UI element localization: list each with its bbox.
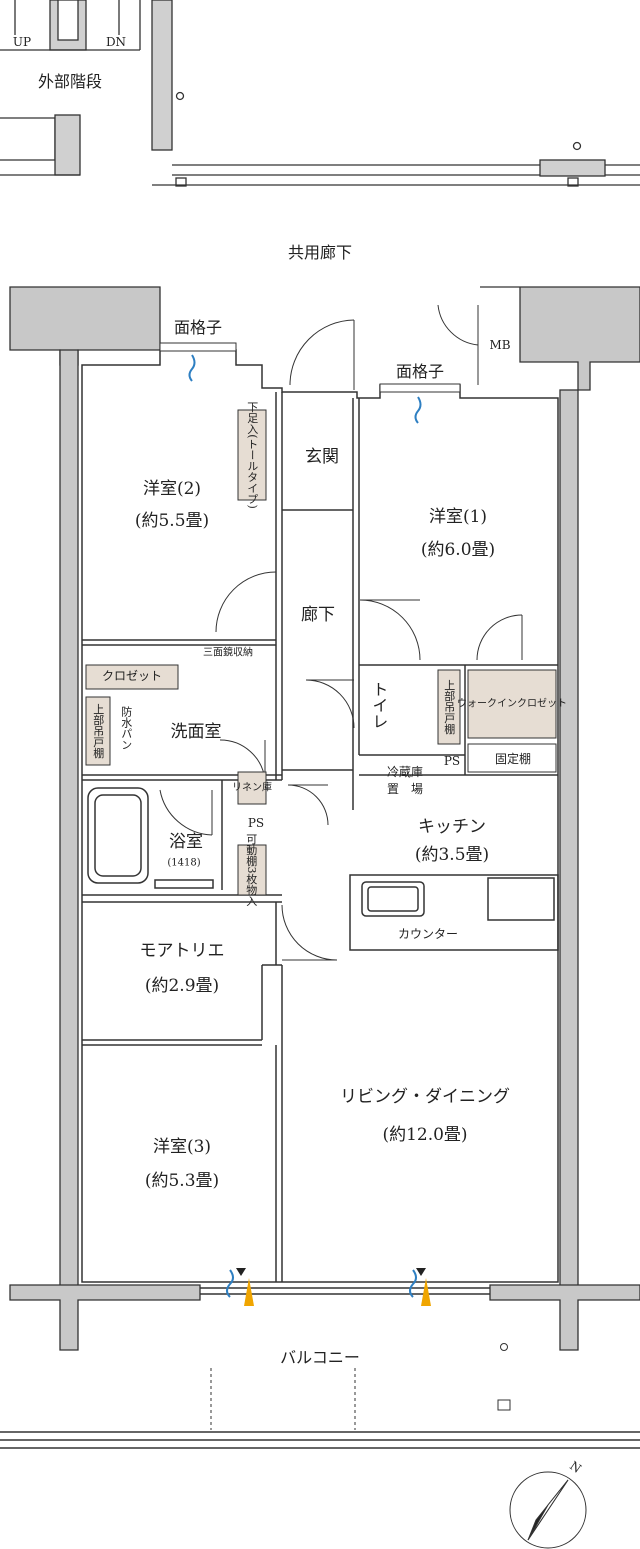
atelier-name: モアトリエ [139,941,225,962]
western2-name: 洋室(2) [142,479,202,500]
upper-cabinet-left-label: 上部吊戸棚 [91,703,105,759]
walkin-closet-label: ウォークインクロゼット [457,698,567,710]
balcony-label: バルコニー [280,1347,360,1367]
hallway-label: 廊下 [301,605,335,626]
bath-label: 浴室 [169,832,203,853]
atelier-area: (約2.9畳) [144,976,220,997]
wall-top-right [480,286,640,391]
fridge-line1: 冷蔵庫 [386,765,424,780]
living-name: リビング・ダイニング [340,1087,510,1108]
triple-mirror-label: 三面鏡収納 [203,647,253,659]
shoe-cabinet-label: 下足入(トールタイプ) [245,401,259,509]
ps-center-label: PS [247,816,265,831]
kitchen-area: (約3.5畳) [414,845,490,866]
stair-up-label: UP [12,35,32,50]
fixed-shelf-label: 固定棚 [494,752,532,767]
wall-right [559,389,579,1291]
stairs-label: 外部階段 [37,71,103,91]
upper-cabinet-right-label: 上部吊戸棚 [442,679,456,735]
western3-name: 洋室(3) [152,1137,212,1158]
grille-left-label: 面格子 [173,317,223,337]
wall-top-left [9,286,161,366]
bath-size-label: (1418) [167,857,201,869]
grille-right-label: 面格子 [395,361,445,381]
linen-label: リネン庫 [232,782,272,794]
washroom-label: 洗面室 [170,722,222,743]
toilet-label: トイレ [369,681,389,729]
western1-area: (約6.0畳) [420,540,496,561]
fridge-line2: 置 場 [386,782,424,797]
waterproof-pan-label: 防水パン [119,706,133,750]
movable-shelf-label: 可動棚3枚物入 [244,833,258,907]
mb-label: MB [489,338,511,353]
wall-left [59,349,79,1291]
closet-label: クロゼット [101,669,163,684]
western1-name: 洋室(1) [428,507,488,528]
stair-down-label: DN [105,35,127,50]
kitchen-name: キッチン [418,817,486,838]
western3-area: (約5.3畳) [144,1171,220,1192]
corridor-label: 共用廊下 [287,242,353,262]
entrance-label: 玄関 [305,447,339,468]
ps-right-label: PS [443,754,461,769]
western2-area: (約5.5畳) [134,511,210,532]
living-area: (約12.0畳) [382,1125,468,1146]
counter-label: カウンター [397,927,459,942]
